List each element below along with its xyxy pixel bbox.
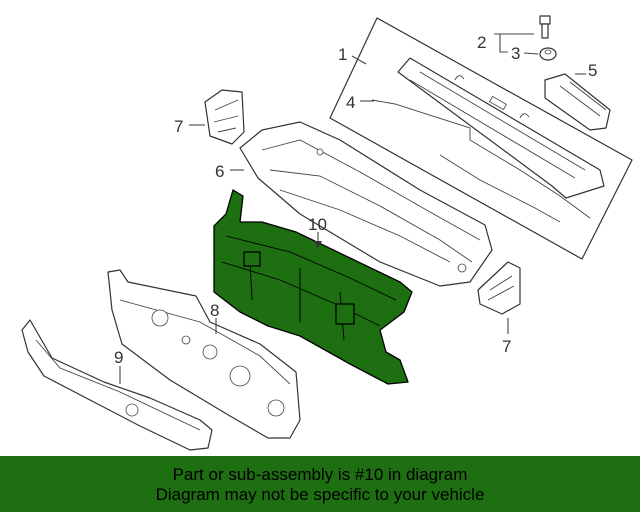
banner-line-1: Part or sub-assembly is #10 in diagram [172,465,468,484]
part-4-weatherstrip [371,99,591,219]
notice-banner: Part or sub-assembly is #10 in diagram D… [0,456,640,512]
leader-2-3 [494,33,534,53]
callout-7-lower: 7 [502,337,511,356]
part-3-grommet [539,47,557,61]
callout-2: 2 [477,33,486,52]
part-9-cross-member [21,319,213,451]
part-10-body [213,189,413,385]
part-7-upper-bracket [204,89,245,145]
part-5-bracket [544,73,611,131]
callout-8: 8 [210,301,219,320]
callout-1: 1 [338,45,347,64]
part-1-cowl-grille-group [329,17,633,260]
callout-10: 10 [308,215,327,234]
callout-3: 3 [511,44,520,63]
callout-6: 6 [215,162,224,181]
part-7-lower-bracket [477,261,521,315]
callout-4: 4 [346,93,355,112]
part-1-grille-panel [397,57,605,199]
leader-1 [351,55,367,65]
banner-line-2: Diagram may not be specific to your vehi… [155,485,485,504]
part-10-dash-insulator [213,189,413,385]
callout-9: 9 [114,348,123,367]
callout-7-upper: 7 [174,117,183,136]
part-2-bolt [539,15,551,39]
part-6-cowl-top-panel [239,121,493,287]
callout-5: 5 [588,61,597,80]
parts-diagram: 1 2 3 4 5 6 7 7 8 9 10 [21,15,633,451]
